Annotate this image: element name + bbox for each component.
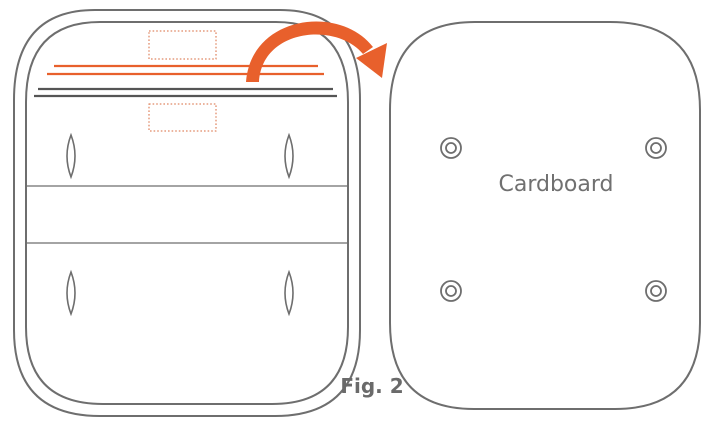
slit-top-left [66, 132, 76, 180]
dotted-marker-top [148, 30, 217, 60]
slit-bottom-left [66, 269, 76, 317]
slit-top-right [284, 132, 294, 180]
grommet-icon [440, 280, 462, 302]
cardboard-outline [389, 21, 701, 410]
fabric-piece [13, 9, 361, 417]
dotted-marker-middle [148, 103, 217, 132]
cardboard-piece: Cardboard [389, 21, 701, 410]
grommet-icon [440, 137, 462, 159]
cardboard-label: Cardboard [499, 172, 614, 197]
fabric-inner-outline [25, 21, 349, 405]
grommet-icon [645, 137, 667, 159]
fabric-outer-outline [13, 9, 361, 417]
curved-arrow-icon [246, 21, 387, 82]
figure-label: Fig. 2 [340, 374, 403, 398]
slit-bottom-right [284, 269, 294, 317]
grommet-icon [645, 280, 667, 302]
